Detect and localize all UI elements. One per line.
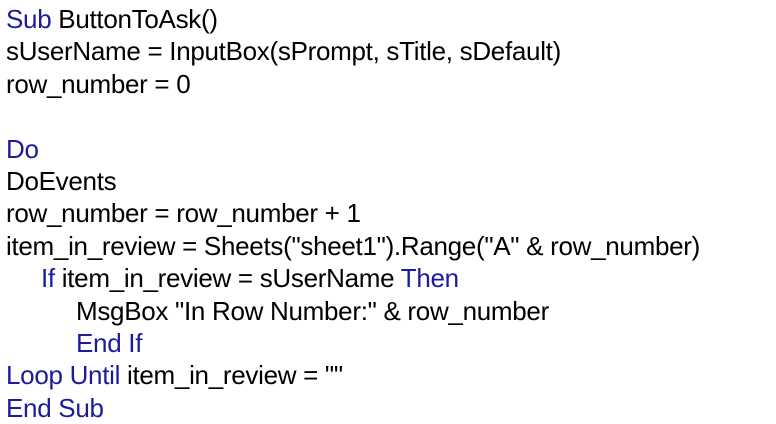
code-token: DoEvents (6, 165, 117, 196)
code-token: item_in_review = "" (127, 360, 343, 391)
code-token: row_number = row_number + 1 (6, 198, 361, 229)
keyword-token: Then (400, 263, 459, 294)
code-line: row_number = 0 (6, 68, 776, 100)
keyword-token: Sub (6, 4, 59, 34)
code-line: sUserName = InputBox(sPrompt, sTitle, sD… (6, 35, 776, 67)
code-line: End If (6, 327, 776, 359)
keyword-token: End Sub (6, 392, 104, 423)
keyword-token: If (41, 263, 62, 294)
code-line (6, 100, 776, 132)
code-token: MsgBox "In Row Number:" & row_number (76, 295, 549, 326)
code-line: Loop Until item_in_review = "" (6, 359, 776, 391)
code-token: sUserName = InputBox(sPrompt, sTitle, sD… (6, 36, 561, 67)
code-line: MsgBox "In Row Number:" & row_number (6, 295, 776, 327)
code-line: DoEvents (6, 165, 776, 197)
keyword-token: Do (6, 133, 39, 164)
code-line: Sub ButtonToAsk() (6, 3, 776, 35)
code-token: ButtonToAsk() (58, 4, 218, 34)
code-line: Do (6, 133, 776, 165)
keyword-token: Loop Until (6, 360, 127, 391)
keyword-token: End If (76, 327, 143, 358)
code-line: item_in_review = Sheets("sheet1").Range(… (6, 230, 776, 262)
code-line: row_number = row_number + 1 (6, 197, 776, 229)
code-line: If item_in_review = sUserName Then (6, 262, 776, 294)
code-line: End Sub (6, 392, 776, 424)
code-token: item_in_review = Sheets("sheet1").Range(… (6, 230, 700, 261)
code-token: item_in_review = sUserName (61, 263, 401, 294)
code-token: row_number = 0 (6, 68, 191, 99)
